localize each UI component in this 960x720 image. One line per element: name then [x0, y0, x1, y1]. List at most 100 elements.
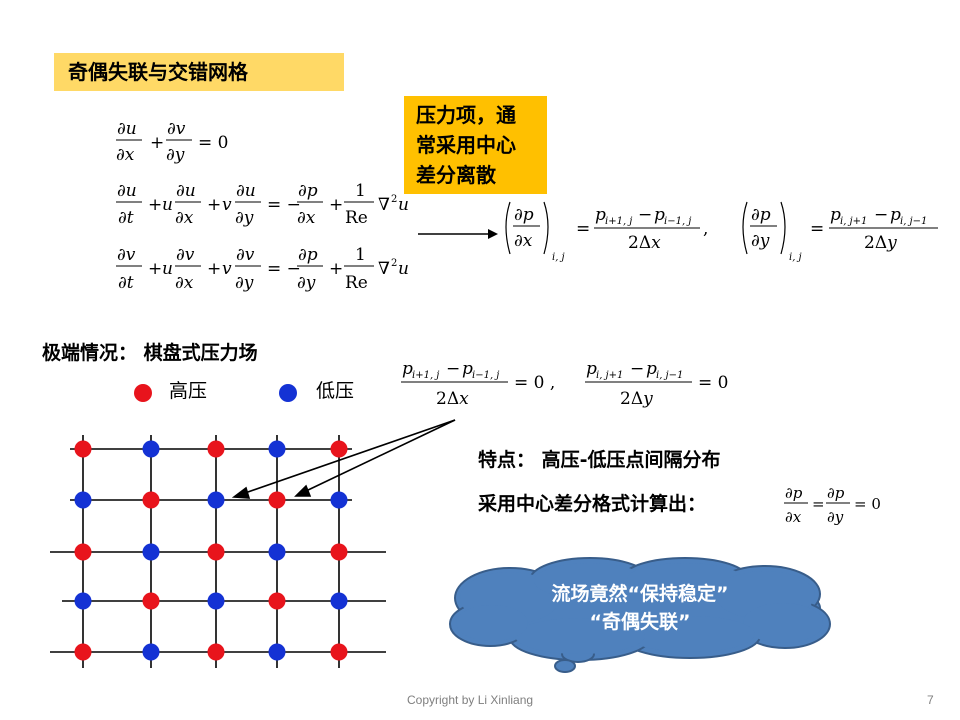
- low-pressure-node: [207, 491, 225, 509]
- svg-text:−: −: [446, 359, 460, 379]
- extreme-case-label: 极端情况： 棋盘式压力场: [42, 342, 258, 364]
- svg-text:u: u: [162, 195, 173, 215]
- low-pressure-node: [207, 592, 225, 610]
- governing-equations: ∂u∂x + ∂v∂y = 0 ∂u∂t +u ∂u∂x +v ∂u∂y = −…: [116, 119, 409, 293]
- svg-text:∇: ∇: [378, 195, 390, 215]
- svg-text:+: +: [329, 259, 343, 279]
- svg-text:=: =: [812, 495, 825, 513]
- svg-text:i, j+1: i, j+1: [840, 216, 867, 227]
- cloud-line-2: “奇偶失联”: [589, 611, 691, 633]
- svg-text:∂u: ∂u: [117, 119, 137, 139]
- svg-text:−: −: [630, 359, 644, 379]
- svg-text:∂x: ∂x: [297, 208, 316, 228]
- slide-title: 奇偶失联与交错网格: [54, 53, 344, 91]
- svg-text:v: v: [222, 259, 232, 279]
- low-pressure-node: [74, 592, 92, 610]
- low-pressure-node: [142, 643, 160, 661]
- svg-text:∂p: ∂p: [751, 205, 771, 225]
- svg-text:∂v: ∂v: [167, 119, 186, 139]
- svg-text:∂v: ∂v: [236, 245, 255, 265]
- svg-text:u: u: [162, 259, 173, 279]
- svg-text:2: 2: [391, 258, 397, 269]
- svg-text:∇: ∇: [378, 259, 390, 279]
- svg-text:∂p: ∂p: [298, 181, 318, 201]
- svg-text:i+1, j: i+1, j: [605, 216, 632, 227]
- svg-text:∂y: ∂y: [827, 508, 844, 526]
- svg-text:u: u: [398, 259, 409, 279]
- svg-text:i+1, j: i+1, j: [412, 370, 439, 381]
- svg-text:−: −: [638, 205, 652, 225]
- svg-text:p: p: [462, 359, 473, 379]
- svg-text:2Δy: 2Δy: [620, 389, 653, 409]
- thought-cloud: [449, 557, 831, 673]
- svg-text:,: ,: [703, 219, 708, 239]
- compute-label: 采用中心差分格式计算出：: [478, 493, 707, 515]
- cloud-line-1: 流场竟然“保持稳定”: [551, 583, 729, 605]
- svg-text:=: =: [810, 219, 824, 239]
- svg-text:∂u: ∂u: [176, 181, 196, 201]
- svg-text:p: p: [586, 359, 597, 379]
- svg-text:∂u: ∂u: [117, 181, 137, 201]
- gradient-zero-result: ∂p∂x = ∂p∂y = 0: [784, 484, 881, 526]
- svg-text:∂y: ∂y: [235, 208, 254, 228]
- high-pressure-node: [330, 440, 348, 458]
- svg-text:+: +: [148, 259, 162, 279]
- svg-text:∂t: ∂t: [118, 208, 134, 228]
- svg-text:= 0: = 0: [198, 133, 228, 153]
- svg-text:Re: Re: [345, 273, 368, 293]
- svg-text:p: p: [654, 205, 665, 225]
- svg-text:∂y: ∂y: [297, 273, 316, 293]
- svg-text:∂u: ∂u: [236, 181, 256, 201]
- pressure-term-note: 压力项，通 常采用中心 差分离散: [404, 96, 547, 194]
- high-pressure-node: [268, 592, 286, 610]
- legend-high-label: 高压: [169, 380, 208, 402]
- svg-text:1: 1: [355, 181, 366, 201]
- svg-text:2Δx: 2Δx: [628, 233, 661, 253]
- svg-text:∂p: ∂p: [827, 484, 845, 502]
- grid-nodes: [74, 440, 348, 661]
- svg-text:p: p: [830, 205, 841, 225]
- svg-text:u: u: [398, 195, 409, 215]
- svg-text:p: p: [890, 205, 901, 225]
- feature-label: 特点： 高压-低压点间隔分布: [478, 449, 721, 471]
- high-pressure-node: [268, 491, 286, 509]
- high-pressure-node: [74, 643, 92, 661]
- svg-text:=: =: [576, 219, 590, 239]
- note-line-2: 常采用中心: [416, 133, 516, 157]
- high-pressure-node: [330, 543, 348, 561]
- footer-copyright: Copyright by Li Xinliang: [407, 693, 534, 707]
- low-pressure-node: [142, 543, 160, 561]
- svg-text:+: +: [207, 259, 221, 279]
- svg-text:1: 1: [355, 245, 366, 265]
- svg-text:i, j−1: i, j−1: [900, 216, 927, 227]
- svg-text:2Δy: 2Δy: [864, 233, 897, 253]
- low-pressure-node: [74, 491, 92, 509]
- high-pressure-node: [207, 440, 225, 458]
- svg-text:∂y: ∂y: [751, 231, 770, 251]
- svg-text:∂x: ∂x: [175, 273, 194, 293]
- cloud-text: 流场竟然“保持稳定” “奇偶失联”: [480, 580, 800, 636]
- svg-text:i, j+1: i, j+1: [596, 370, 623, 381]
- svg-text:p: p: [595, 205, 606, 225]
- svg-text:∂t: ∂t: [118, 273, 134, 293]
- low-pressure-node: [142, 440, 160, 458]
- low-pressure-node: [268, 440, 286, 458]
- svg-text:∂x: ∂x: [785, 508, 802, 526]
- svg-text:p: p: [646, 359, 657, 379]
- low-pressure-node: [268, 543, 286, 561]
- legend-low-label: 低压: [316, 380, 355, 402]
- note-line-3: 差分离散: [416, 163, 496, 187]
- svg-text:p: p: [402, 359, 413, 379]
- svg-text:∂p: ∂p: [514, 205, 534, 225]
- high-pressure-node: [207, 543, 225, 561]
- low-pressure-node: [268, 643, 286, 661]
- svg-text:Re: Re: [345, 208, 368, 228]
- svg-text:= 0: = 0: [854, 495, 881, 513]
- svg-text:+: +: [329, 195, 343, 215]
- svg-text:∂y: ∂y: [235, 273, 254, 293]
- pointer-arrows: [231, 419, 456, 499]
- legend-low-marker: [279, 384, 297, 402]
